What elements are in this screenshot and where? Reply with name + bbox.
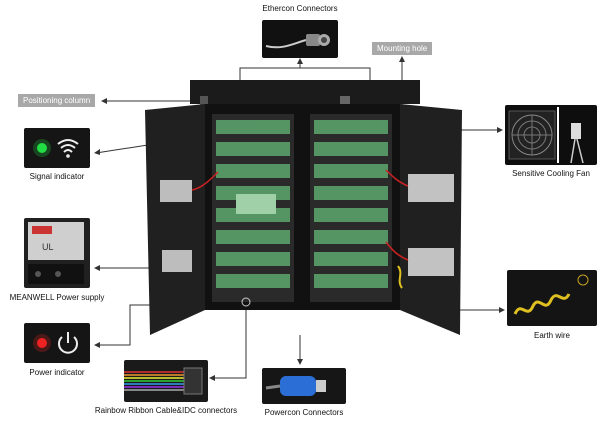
powercon-connector-icon [265, 376, 326, 396]
signal-indicator-photo [24, 128, 90, 168]
wifi-icon [57, 139, 79, 153]
led-cabinet [145, 80, 462, 335]
ribbon-cable-icon [124, 367, 203, 395]
earth-wire-icon [513, 274, 589, 315]
ethercon-label: Ethercon Connectors [262, 4, 338, 13]
power-indicator-icon [33, 332, 78, 354]
mounting-hole-tag: Mounting hole [372, 42, 433, 55]
earth-wire-photo [507, 270, 597, 326]
fan-icon [508, 107, 584, 164]
power-button [241, 297, 251, 307]
cooling-fan-photo [505, 105, 597, 165]
control-card [236, 194, 276, 214]
left-door [145, 104, 205, 335]
signal-indicator-icon [33, 139, 79, 158]
power-wires [191, 169, 409, 261]
ethercon-connector-icon [265, 34, 330, 49]
power-indicator-label: Power indicator [29, 368, 85, 377]
power-indicator-photo [24, 323, 90, 363]
power-icon [58, 332, 78, 354]
left-psu-top [160, 180, 192, 202]
meanwell-label: MEANWELL Power supply [9, 293, 105, 302]
mounting-hole [340, 96, 350, 106]
right-psu-bottom [408, 248, 454, 276]
positioning-column-tag: Positioning column [18, 94, 96, 107]
power-supply-icon: UL [28, 222, 84, 284]
ribbon-label: Rainbow Ribbon Cable&IDC connectors [94, 406, 238, 415]
positioning-column [200, 96, 208, 106]
ethercon-photo [262, 20, 338, 58]
right-psu-top [408, 174, 454, 202]
earth-wire [397, 265, 403, 289]
receiving-cards [212, 114, 392, 302]
ribbon-photo [124, 360, 208, 402]
meanwell-photo: UL [24, 218, 90, 288]
powercon-photo [262, 368, 346, 404]
cabinet-top-frame [190, 80, 420, 104]
left-psu-bottom [162, 250, 192, 272]
signal-indicator-label: Signal indicator [29, 172, 85, 181]
right-door [400, 104, 462, 335]
svg-text:UL: UL [42, 242, 54, 252]
earth-wire-label: Earth wire [533, 331, 570, 340]
cooling-fan-label: Sensitive Cooling Fan [512, 169, 590, 178]
powercon-label: Powercon Connectors [264, 408, 344, 417]
